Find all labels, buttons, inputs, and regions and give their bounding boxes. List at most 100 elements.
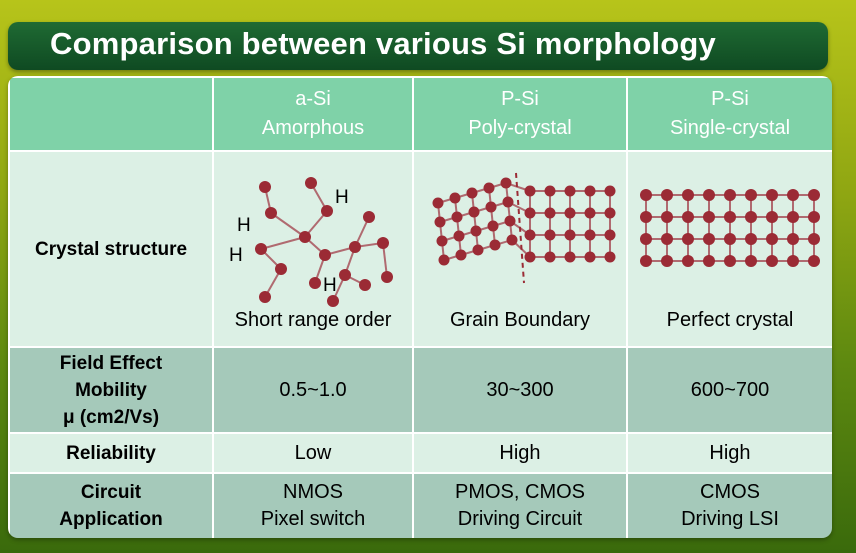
si-atom — [703, 232, 715, 245]
si-atom — [349, 240, 361, 253]
si-atom — [275, 262, 287, 275]
si-atom — [745, 188, 757, 201]
si-atom — [640, 254, 652, 267]
si-atom — [766, 254, 778, 267]
si-atom — [327, 294, 339, 307]
si-atom — [745, 210, 757, 223]
mobility-label-line1: Field Effect — [59, 352, 163, 374]
si-atom — [255, 242, 267, 255]
si-atom — [466, 187, 478, 198]
si-atom — [604, 185, 616, 196]
si-atom — [265, 206, 277, 219]
si-atom — [661, 254, 673, 267]
si-atom — [449, 192, 461, 203]
si-atom — [766, 210, 778, 223]
circuit-amorphous-line2: Pixel switch — [260, 508, 366, 530]
header-singlecrystal-line2: Single-crystal — [669, 117, 791, 139]
polycrystal-structure-cell: Grain Boundary — [412, 150, 628, 348]
header-amorphous-line2: Amorphous — [261, 117, 365, 139]
hydrogen-label: H — [237, 215, 251, 236]
si-atom — [502, 196, 514, 207]
header-polycrystal-line2: Poly-crystal — [468, 117, 572, 139]
si-atom — [584, 207, 596, 218]
comparison-table-container: a-Si Amorphous P-Si Poly-crystal P-Si Si… — [8, 76, 832, 538]
si-atom — [640, 232, 652, 245]
si-atom — [584, 185, 596, 196]
si-atom — [434, 216, 446, 227]
header-polycrystal-line1: P-Si — [501, 88, 539, 110]
si-atom — [584, 229, 596, 240]
circuit-label-line1: Circuit — [80, 482, 142, 503]
circuit-polycrystal-line1: PMOS, CMOS — [454, 481, 585, 503]
si-atom — [604, 207, 616, 218]
si-atom — [808, 254, 820, 267]
si-atom — [808, 232, 820, 245]
si-atom — [524, 207, 536, 218]
mobility-row: Field Effect Mobility μ (cm2/Vs) 0.5~1.0… — [8, 346, 832, 434]
si-atom — [544, 207, 556, 218]
si-atom — [259, 180, 271, 193]
si-atom — [584, 251, 596, 262]
reliability-amorphous: Low — [212, 432, 414, 474]
si-atom — [500, 177, 512, 188]
mobility-label-line3: μ (cm2/Vs) — [62, 406, 160, 428]
reliability-label: Reliability — [8, 432, 214, 474]
header-singlecrystal: P-Si Single-crystal — [626, 76, 832, 152]
bond-line — [260, 235, 306, 250]
si-atom — [504, 215, 516, 226]
header-polycrystal: P-Si Poly-crystal — [412, 76, 628, 152]
mobility-singlecrystal: 600~700 — [626, 346, 832, 434]
si-atom — [604, 251, 616, 262]
si-atom — [808, 188, 820, 201]
si-atom — [319, 248, 331, 261]
circuit-polycrystal-line2: Driving Circuit — [457, 508, 583, 530]
comparison-table: a-Si Amorphous P-Si Poly-crystal P-Si Si… — [8, 76, 832, 538]
si-atom — [661, 210, 673, 223]
polycrystal-caption: Grain Boundary — [449, 308, 591, 331]
si-atom — [451, 211, 463, 222]
si-atom — [564, 185, 576, 196]
si-atom — [640, 210, 652, 223]
si-atom — [564, 251, 576, 262]
si-atom — [472, 244, 484, 255]
reliability-singlecrystal: High — [626, 432, 832, 474]
reliability-row: Reliability Low High High — [8, 432, 832, 474]
si-atom — [640, 188, 652, 201]
mobility-label: Field Effect Mobility μ (cm2/Vs) — [8, 346, 214, 434]
si-atom — [766, 232, 778, 245]
si-atom — [544, 251, 556, 262]
si-atom — [470, 225, 482, 236]
reliability-polycrystal: High — [412, 432, 628, 474]
mobility-label-line2: Mobility — [75, 379, 147, 401]
si-atom — [808, 210, 820, 223]
si-atom — [487, 220, 499, 231]
si-atom — [745, 254, 757, 267]
si-atom — [483, 182, 495, 193]
si-atom — [377, 236, 389, 249]
grain-boundary-line — [515, 172, 525, 283]
si-atom — [724, 232, 736, 245]
circuit-label-line2: Application — [59, 509, 163, 530]
si-atom — [309, 276, 321, 289]
si-atom — [506, 234, 518, 245]
si-atom — [703, 254, 715, 267]
si-atom — [724, 254, 736, 267]
header-empty-cell — [8, 76, 214, 152]
si-atom — [339, 268, 351, 281]
si-atom — [703, 210, 715, 223]
circuit-singlecrystal-line2: Driving LSI — [681, 508, 779, 530]
si-atom — [305, 176, 317, 189]
mobility-amorphous: 0.5~1.0 — [212, 346, 414, 434]
si-atom — [745, 232, 757, 245]
header-singlecrystal-line1: P-Si — [711, 88, 749, 110]
si-atom — [787, 254, 799, 267]
si-atom — [544, 185, 556, 196]
si-atom — [524, 185, 536, 196]
si-atom — [661, 232, 673, 245]
si-atom — [682, 188, 694, 201]
si-atom — [787, 188, 799, 201]
si-atom — [436, 235, 448, 246]
